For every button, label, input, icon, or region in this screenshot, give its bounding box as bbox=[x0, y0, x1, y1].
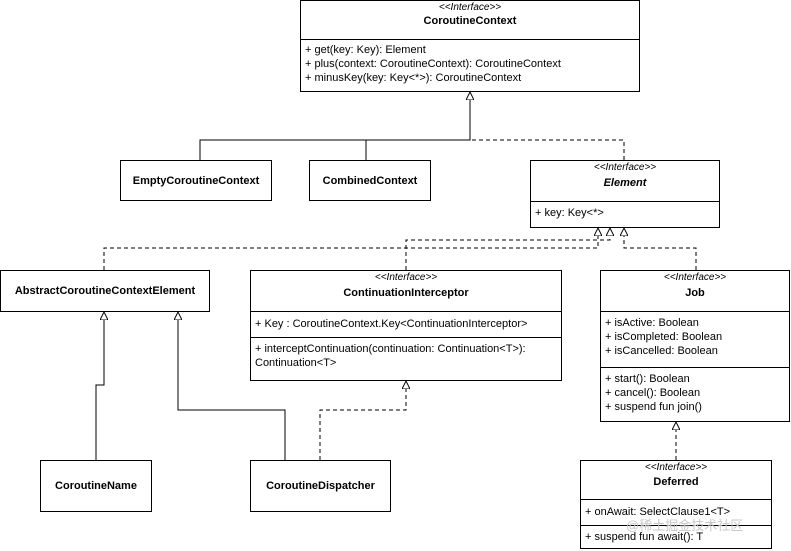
stereotype-label: <<Interface>> bbox=[438, 2, 502, 13]
methods-section: + suspend fun await(): T bbox=[581, 525, 771, 547]
methods-section: + get(key: Key): Element + plus(context:… bbox=[301, 39, 639, 88]
class-deferred[interactable]: <<Interface>> Deferred + onAwait: Select… bbox=[580, 460, 772, 549]
class-element[interactable]: <<Interface>> Element + key: Key<*> bbox=[530, 160, 720, 228]
stereotype-label: <<Interface>> bbox=[644, 462, 708, 473]
attribute: + isActive: Boolean bbox=[605, 317, 699, 329]
class-header: <<Interface>> Element bbox=[531, 161, 719, 201]
class-header: <<Interface>> Deferred bbox=[581, 461, 771, 499]
watermark-text: @稀土掘金技术社区 bbox=[626, 518, 744, 533]
attribute: + isCancelled: Boolean bbox=[605, 345, 718, 357]
stereotype-label: <<Interface>> bbox=[663, 272, 727, 283]
methods-section: + start(): Boolean + cancel(): Boolean +… bbox=[601, 367, 789, 417]
edge-element-to-context bbox=[470, 139, 625, 160]
edge-empty-to-context bbox=[199, 92, 470, 160]
class-abstract-coroutine-context-element[interactable]: AbstractCoroutineContextElement bbox=[0, 270, 210, 312]
class-header: <<Interface>> ContinuationInterceptor bbox=[251, 271, 561, 311]
class-name: Job bbox=[685, 287, 705, 299]
class-job[interactable]: <<Interface>> Job + isActive: Boolean + … bbox=[600, 270, 790, 422]
method: + plus(context: CoroutineContext): Corou… bbox=[305, 58, 561, 70]
class-name: AbstractCoroutineContextElement bbox=[14, 285, 196, 297]
class-header: <<Interface>> Job bbox=[601, 271, 789, 311]
class-continuation-interceptor[interactable]: <<Interface>> ContinuationInterceptor + … bbox=[250, 270, 562, 381]
class-combined-context[interactable]: CombinedContext bbox=[309, 160, 431, 201]
class-name: Element bbox=[603, 177, 647, 189]
class-name: Deferred bbox=[653, 476, 699, 488]
class-name: ContinuationInterceptor bbox=[343, 287, 469, 299]
class-empty-coroutine-context[interactable]: EmptyCoroutineContext bbox=[120, 160, 272, 201]
edge-interceptor-to-element bbox=[405, 228, 610, 270]
class-name: CoroutineDispatcher bbox=[266, 480, 375, 492]
edge-dispatcher-to-interceptor bbox=[319, 381, 406, 460]
stereotype-label: <<Interface>> bbox=[593, 162, 657, 173]
class-coroutine-name[interactable]: CoroutineName bbox=[40, 460, 152, 512]
method: + cancel(): Boolean bbox=[605, 387, 701, 399]
attribute: + isCompleted: Boolean bbox=[605, 331, 723, 343]
class-name: CoroutineContext bbox=[423, 15, 517, 27]
class-coroutine-context[interactable]: <<Interface>> CoroutineContext + get(key… bbox=[300, 0, 640, 92]
edge-abstract-to-element bbox=[103, 228, 598, 270]
method: + suspend fun await(): T bbox=[585, 531, 704, 543]
method: + suspend fun join() bbox=[605, 401, 702, 413]
class-header: <<Interface>> CoroutineContext bbox=[301, 1, 639, 39]
method: + minusKey(key: Key<*>): CoroutineContex… bbox=[305, 72, 522, 84]
edge-job-to-element bbox=[624, 228, 697, 270]
class-name: CombinedContext bbox=[322, 174, 418, 187]
edge-dispatcher-to-abstract bbox=[178, 312, 286, 460]
class-name: EmptyCoroutineContext bbox=[132, 174, 260, 187]
method: + interceptContinuation(continuation: Co… bbox=[255, 343, 526, 369]
attribute: + key: Key<*> bbox=[535, 207, 604, 219]
attributes-section: + Key : CoroutineContext.Key<Continuatio… bbox=[251, 311, 561, 337]
attribute: + onAwait: SelectClause1<T> bbox=[585, 506, 731, 518]
class-name: CoroutineName bbox=[55, 480, 137, 492]
attributes-section: + key: Key<*> bbox=[531, 201, 719, 223]
attributes-section: + isActive: Boolean + isCompleted: Boole… bbox=[601, 311, 789, 367]
class-coroutine-dispatcher[interactable]: CoroutineDispatcher bbox=[250, 460, 391, 512]
stereotype-label: <<Interface>> bbox=[374, 272, 438, 283]
attributes-section: + onAwait: SelectClause1<T> bbox=[581, 499, 771, 525]
method: + get(key: Key): Element bbox=[305, 44, 426, 56]
method: + start(): Boolean bbox=[605, 373, 690, 385]
methods-section: + interceptContinuation(continuation: Co… bbox=[251, 337, 561, 373]
edge-name-to-abstract bbox=[95, 312, 104, 460]
attribute: + Key : CoroutineContext.Key<Continuatio… bbox=[255, 318, 528, 330]
